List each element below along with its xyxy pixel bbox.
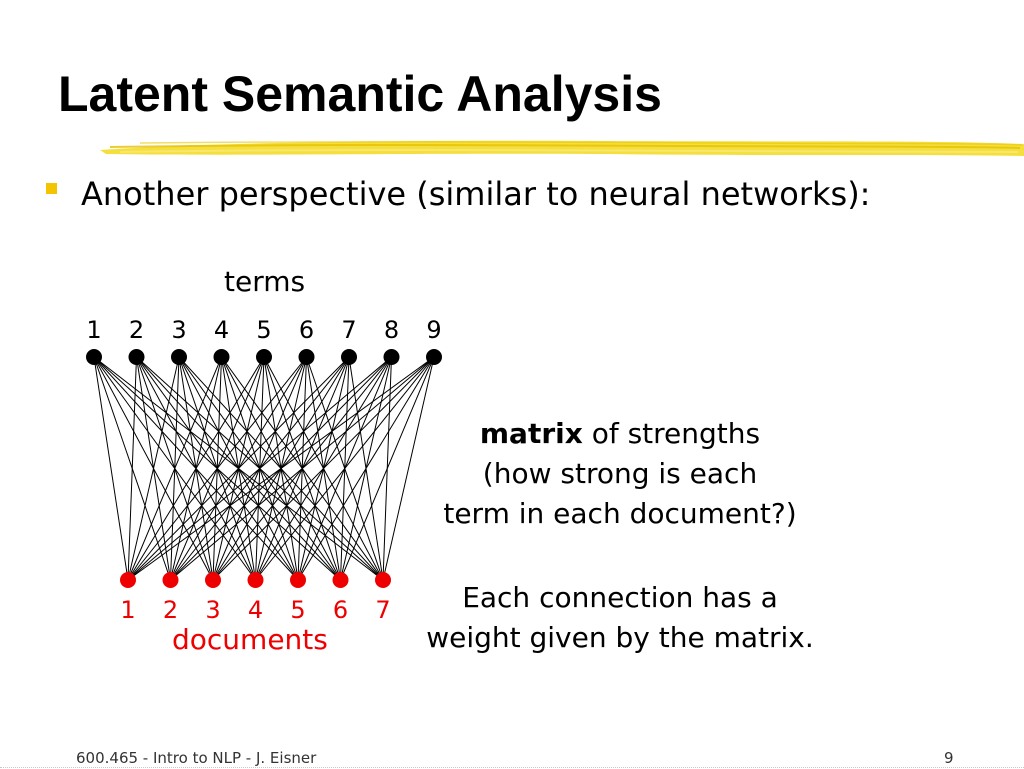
edge-term-9-doc-1	[127, 356, 435, 581]
term-number-7: 7	[341, 316, 357, 344]
term-number-9: 9	[426, 316, 442, 344]
edge-term-9-doc-7	[382, 356, 435, 581]
documents-label: documents	[172, 623, 328, 656]
matrix-description: matrix of strengths (how strong is each …	[400, 414, 840, 534]
document-node-7	[375, 572, 391, 588]
document-node-6	[332, 572, 349, 588]
document-number-1: 1	[120, 596, 136, 624]
document-number-5: 5	[290, 596, 306, 624]
matrix-line-1-rest: of strengths	[582, 417, 761, 450]
footer-text: 600.465 - Intro to NLP - J. Eisner	[76, 749, 317, 767]
edge-term-9-doc-2	[170, 356, 435, 581]
document-number-6: 6	[332, 596, 349, 624]
edge-term-9-doc-6	[340, 356, 435, 581]
matrix-line-1: matrix of strengths	[400, 414, 840, 454]
term-number-8: 8	[383, 316, 400, 344]
term-node-1	[86, 349, 102, 365]
edge-term-9-doc-3	[212, 356, 435, 581]
square-bullet-icon	[46, 182, 57, 194]
bullet-item: Another perspective (similar to neural n…	[46, 170, 870, 218]
document-node-4	[247, 572, 264, 588]
edge-term-9-doc-4	[255, 356, 435, 581]
title-underline-highlight	[100, 140, 1024, 156]
term-node-5	[256, 349, 272, 365]
slide-title: Latent Semantic Analysis	[58, 66, 662, 122]
connection-description: Each connection has a weight given by th…	[400, 578, 840, 658]
term-node-2	[128, 349, 145, 365]
term-node-8	[383, 349, 400, 365]
document-node-3	[205, 572, 221, 588]
document-number-7: 7	[375, 596, 391, 624]
term-number-5: 5	[256, 316, 272, 344]
edge-term-4-doc-1	[127, 356, 222, 581]
term-number-6: 6	[298, 316, 315, 344]
matrix-word: matrix	[479, 417, 583, 450]
term-number-3: 3	[171, 316, 187, 344]
term-nodes	[86, 349, 442, 365]
document-node-1	[120, 572, 136, 588]
term-number-4: 4	[213, 316, 230, 344]
edge-term-3-doc-1	[127, 356, 180, 581]
edge-term-6-doc-1	[127, 356, 307, 581]
term-number-2: 2	[128, 316, 145, 344]
term-node-4	[213, 349, 230, 365]
term-node-9	[426, 349, 442, 365]
terms-label: terms	[224, 265, 306, 298]
matrix-line-3: term in each document?)	[443, 497, 797, 530]
term-node-7	[341, 349, 357, 365]
document-number-4: 4	[247, 596, 264, 624]
connection-line-1: Each connection has a	[462, 581, 778, 614]
term-number-1: 1	[86, 316, 102, 344]
edge-term-1-doc-1	[93, 356, 129, 581]
document-node-5	[290, 572, 306, 588]
edge-term-5-doc-1	[127, 356, 265, 581]
bullet-text: Another perspective (similar to neural n…	[81, 175, 871, 213]
edge-term-7-doc-1	[127, 356, 350, 581]
term-node-6	[298, 349, 315, 365]
edge-term-9-doc-5	[297, 356, 435, 581]
matrix-line-2: (how strong is each	[482, 457, 758, 490]
connection-edges	[93, 356, 435, 581]
connection-line-2: weight given by the matrix.	[426, 621, 814, 654]
document-nodes	[120, 572, 391, 588]
document-number-3: 3	[205, 596, 221, 624]
page-number: 9	[944, 749, 954, 767]
edge-term-2-doc-1	[127, 356, 137, 581]
term-node-3	[171, 349, 187, 365]
document-number-2: 2	[162, 596, 179, 624]
edge-term-8-doc-1	[127, 356, 392, 581]
document-node-2	[162, 572, 179, 588]
